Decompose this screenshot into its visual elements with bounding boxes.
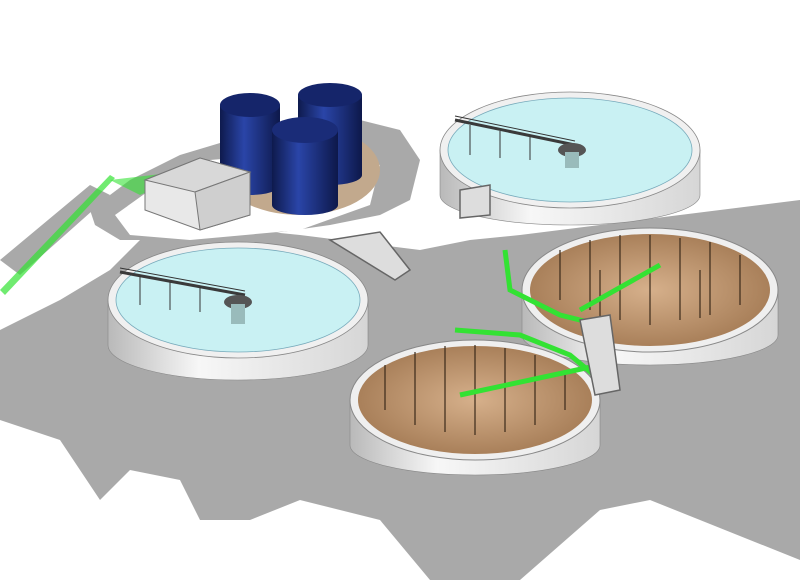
control-building xyxy=(143,157,252,231)
aeration-tank-bottom xyxy=(349,339,601,476)
access-path xyxy=(0,175,115,295)
silo-3 xyxy=(272,117,338,215)
channels xyxy=(327,184,621,396)
clarifier-left xyxy=(107,241,369,381)
aeration-tank-right xyxy=(521,227,779,366)
clarifier-top-right xyxy=(439,91,701,226)
